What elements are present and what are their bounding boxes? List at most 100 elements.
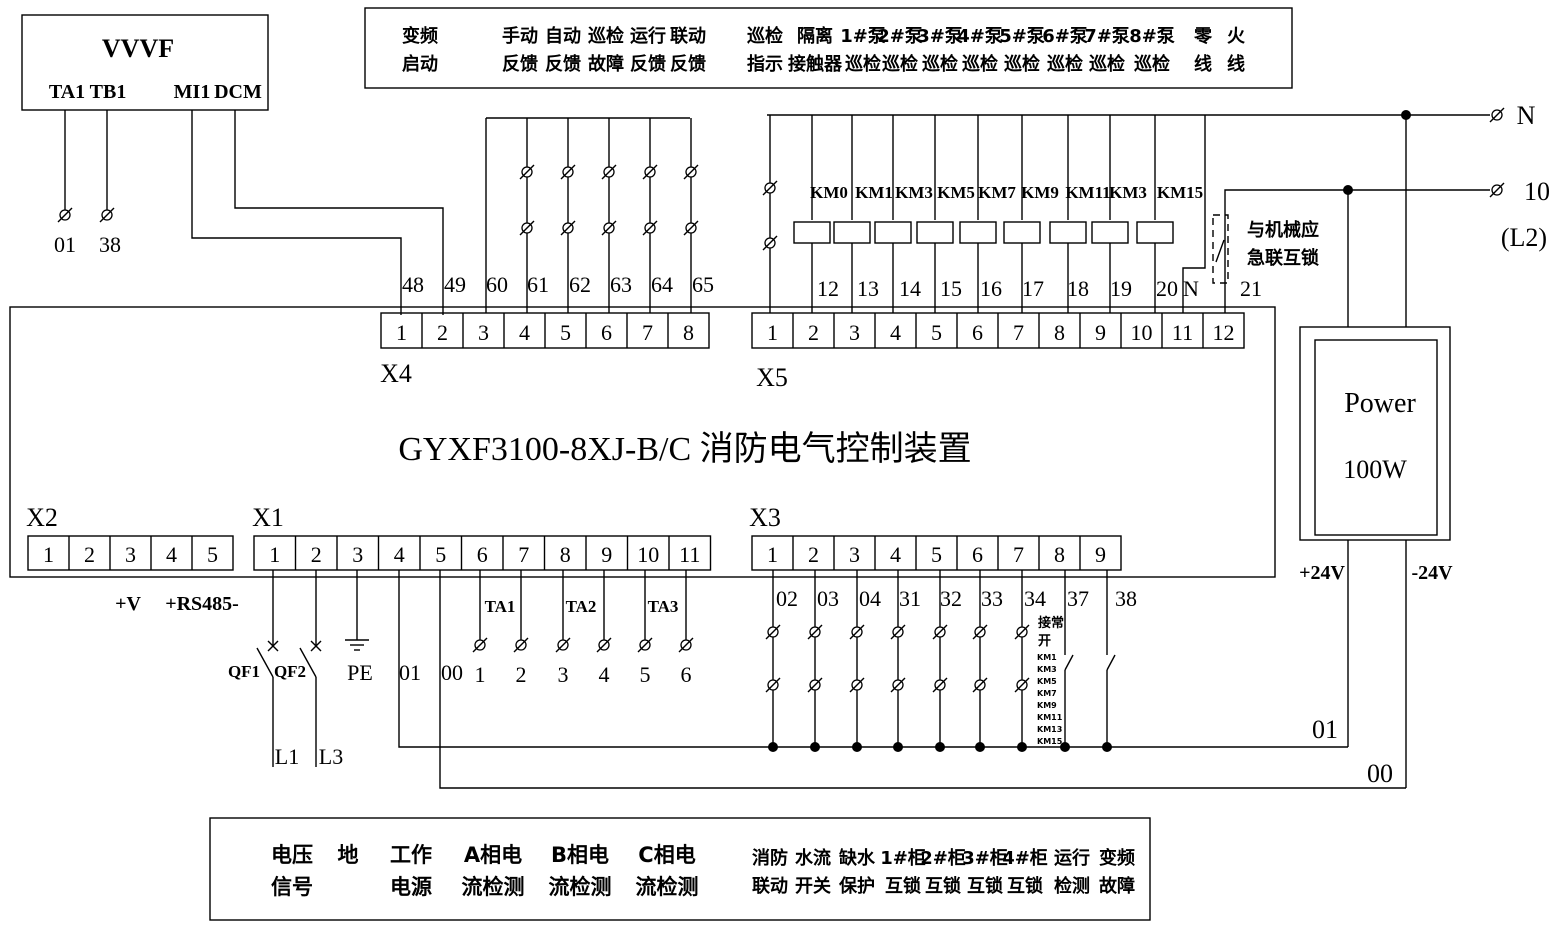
vvvf-box [21, 14, 269, 111]
top-legend-label: 故障 [588, 53, 624, 75]
bottom-legend-label: 4#柜 [1002, 847, 1048, 869]
terminal-slash-icon [932, 677, 948, 693]
x4-label: X4 [380, 359, 412, 388]
x1-terminal-9: 9 [601, 542, 612, 567]
vvvf-pin-label: MI1 [174, 81, 211, 103]
junction-dot-icon [935, 742, 945, 752]
x3-terminal-7: 7 [1013, 542, 1024, 567]
ct-terminal-label: 2 [516, 662, 527, 687]
terminal-slash-icon [472, 637, 488, 653]
top-legend-label: 反馈 [502, 53, 538, 75]
x2-note: +RS485- [165, 593, 239, 615]
junction-dot-icon [1017, 742, 1027, 752]
relay-coil-icon [959, 221, 997, 244]
x3-terminal-2: 2 [808, 542, 819, 567]
x3-wire-label: 38 [1115, 586, 1137, 611]
x1-terminal-5: 5 [435, 542, 446, 567]
x2-terminal-2: 2 [84, 542, 95, 567]
x1-strip [253, 535, 712, 571]
top-legend-label: 反馈 [630, 53, 666, 75]
bottom-legend-label: 保护 [838, 875, 875, 897]
bottom-legend-label: 1#柜 [880, 847, 926, 869]
plus-24v-label: +24V [1299, 562, 1345, 584]
wire-label: 01 [1312, 715, 1338, 744]
x3-wire-label: 04 [859, 586, 881, 611]
terminal-slash-icon [596, 637, 612, 653]
terminal-slash-icon [762, 180, 778, 196]
top-legend-label: 8#泵 [1129, 26, 1175, 47]
coil-label: KM11 [1065, 183, 1110, 202]
km-list-item: KM11 [1037, 713, 1063, 722]
top-legend-label: 3#泵 [917, 26, 963, 47]
qf2-label: QF2 [274, 662, 306, 681]
top-legend-label: 1#泵 [840, 26, 886, 47]
x4-wire-label: 49 [444, 272, 466, 297]
interlock-note: 急联互锁 [1247, 247, 1319, 269]
live-alt-label: (L2) [1501, 223, 1547, 252]
terminal-slash-icon [519, 220, 535, 236]
bottom-legend-label: 工作 [390, 843, 432, 867]
x1-terminal-2: 2 [311, 542, 322, 567]
km-list-item: KM1 [1037, 653, 1057, 662]
wire-label: 38 [99, 232, 121, 257]
mechanical-interlock-icon [1212, 214, 1229, 284]
x5-terminal-3: 3 [849, 320, 860, 345]
wire [191, 110, 402, 315]
contact-note: 接常 [1038, 615, 1064, 631]
relay-coil-icon [793, 221, 831, 244]
bottom-legend-label: 互锁 [1007, 875, 1043, 897]
relay-coil-icon [874, 221, 912, 244]
bottom-legend-label: 流检测 [636, 875, 699, 899]
bottom-legend-label: 变频 [1099, 847, 1135, 869]
x4-wire-label: 64 [651, 272, 673, 297]
terminal-slash-icon [513, 637, 529, 653]
junction-dot-icon [975, 742, 985, 752]
x3-wire-label: 03 [817, 586, 839, 611]
top-legend-label: 自动 [545, 25, 581, 47]
km-list-item: KM3 [1037, 665, 1057, 674]
coil-label: KM7 [978, 183, 1016, 202]
x5-terminal-12: 12 [1213, 320, 1235, 345]
wire-label: 01 [54, 232, 76, 257]
bottom-legend-label: 缺水 [838, 847, 876, 869]
top-legend-label: 线 [1194, 53, 1212, 75]
top-legend-label: 巡检 [922, 53, 958, 75]
breaker-x-icon [267, 640, 279, 652]
top-legend-label: 联动 [670, 26, 706, 47]
terminal-slash-icon [972, 624, 988, 640]
ct-terminal-label: 5 [640, 662, 651, 687]
breaker-switch-icon [256, 647, 274, 678]
bottom-legend-label: 流检测 [549, 875, 612, 899]
wire-00 [439, 570, 1406, 789]
breaker-switch-icon [299, 647, 317, 678]
normally-open-contact-icon [1064, 654, 1074, 671]
terminal-slash-icon [555, 637, 571, 653]
x4-wire-label: 62 [569, 272, 591, 297]
x5-wire-label: 12 [817, 276, 839, 301]
x5-terminal-6: 6 [972, 320, 983, 345]
bottom-legend-label: 检测 [1054, 875, 1090, 897]
terminal-slash-icon [519, 164, 535, 180]
wire [1215, 239, 1225, 263]
device-title: GYXF3100-8XJ-B/C 消防电气控制装置 [398, 430, 971, 468]
x1-terminal-8: 8 [560, 542, 571, 567]
x5-terminal-10: 10 [1131, 320, 1153, 345]
x3-wire-label: 33 [981, 586, 1003, 611]
ct-label: TA3 [648, 597, 679, 616]
x3-terminal-1: 1 [767, 542, 778, 567]
x2-terminal-3: 3 [125, 542, 136, 567]
x4-terminal-5: 5 [560, 320, 571, 345]
coil-label: KM0 [810, 183, 848, 202]
bottom-legend-label: 电压 [271, 843, 313, 867]
relay-coil-icon [916, 221, 954, 244]
x5-terminal-1: 1 [767, 320, 778, 345]
x4-terminal-2: 2 [437, 320, 448, 345]
top-legend-label: 手动 [502, 25, 538, 47]
interlock-note: 与机械应 [1247, 219, 1319, 241]
wire [1182, 115, 1206, 313]
terminal-slash-icon [678, 637, 694, 653]
vvvf-pin-label: TB1 [90, 81, 127, 103]
bottom-legend-label: 运行 [1054, 847, 1090, 869]
x5-terminal-4: 4 [890, 320, 901, 345]
x5-terminal-9: 9 [1095, 320, 1106, 345]
